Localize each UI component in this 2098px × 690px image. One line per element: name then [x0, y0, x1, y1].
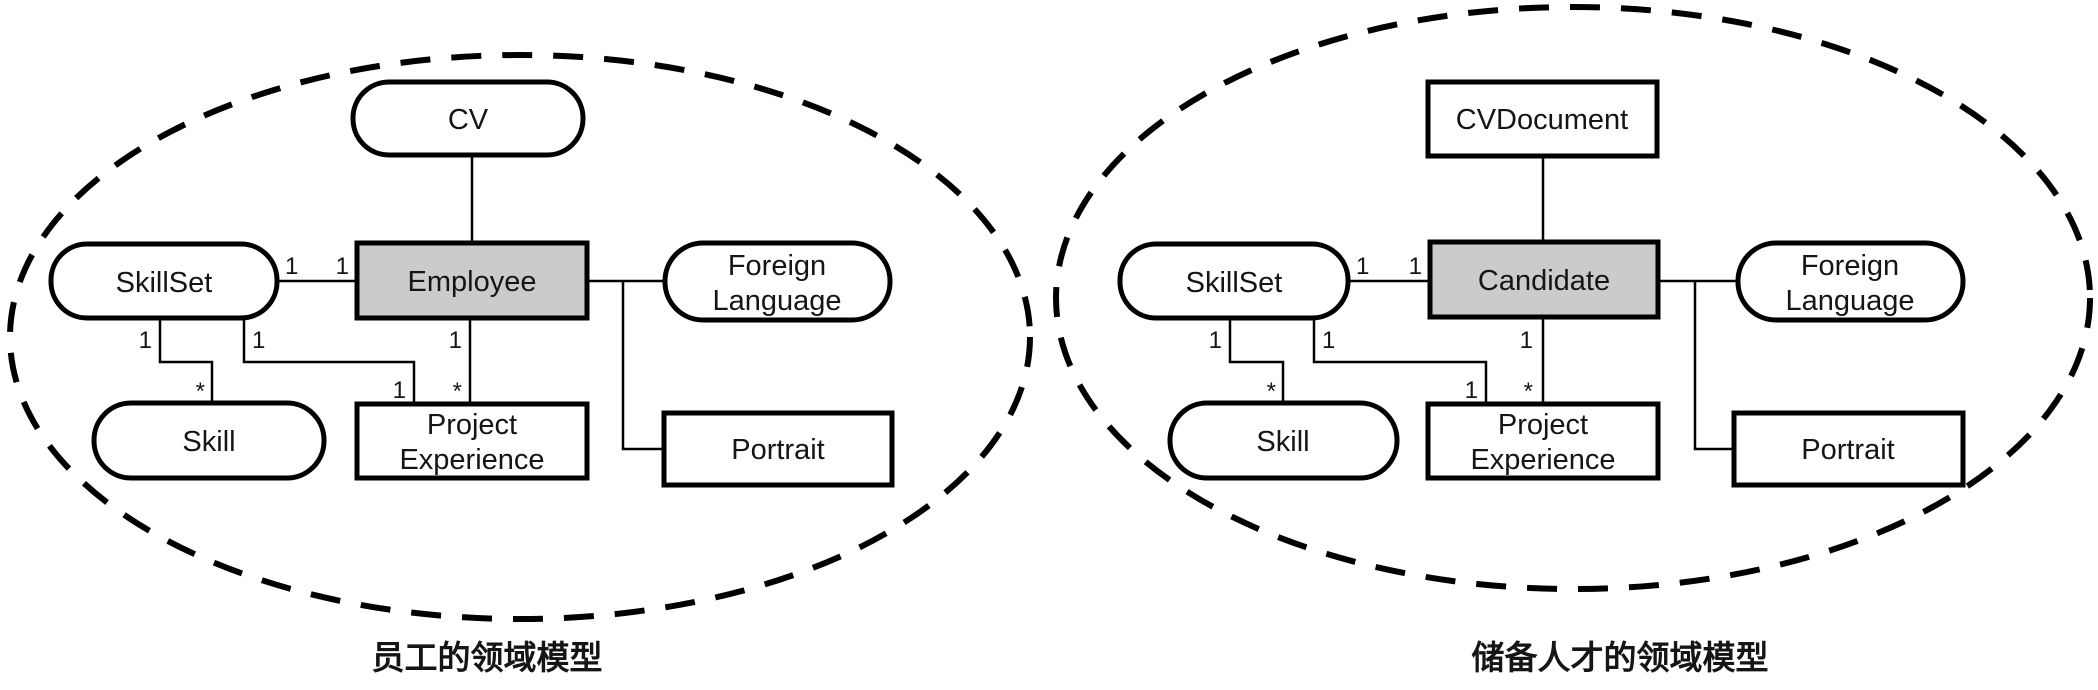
mult-skillset-skill-dst: * [1267, 378, 1276, 405]
project-experience-label-line1: Project [427, 409, 517, 441]
skillset-box [48, 241, 280, 321]
employee-domain-caption: 员工的领域模型 [372, 639, 603, 676]
employee-label: Employee [408, 266, 537, 298]
skill-box [91, 400, 327, 481]
cvdocument-box [1425, 79, 1660, 159]
project-experience-box [354, 401, 590, 481]
mult-employee-project-src: 1 [449, 327, 462, 354]
mult-skillset-candidate-src: 1 [1356, 253, 1369, 280]
edge-skillset-skill [1228, 319, 1285, 403]
mult-employee-project-dst: * [453, 378, 462, 405]
project-experience-label-line2: Experience [399, 444, 544, 476]
edge-candidate-portrait [1693, 281, 1734, 451]
node-skillset: SkillSet [48, 241, 280, 321]
mult-skillset-employee-src: 1 [285, 253, 298, 280]
employee-domain-boundary-ellipse [7, 52, 1033, 622]
mult-skillset-project-src: 1 [1322, 327, 1335, 354]
project-experience-label-line1: Project [1498, 409, 1588, 441]
candidate-box [1427, 239, 1661, 320]
foreign-language-box [662, 240, 893, 323]
mult-skillset-skill-src: 1 [139, 327, 152, 354]
node-skill: Skill [1167, 400, 1400, 481]
cv-box [350, 79, 586, 158]
node-foreign-language: Foreign Language [662, 240, 893, 323]
portrait-box [1731, 410, 1966, 488]
mult-candidate-project-src: 1 [1520, 327, 1533, 354]
node-cv: CV [350, 79, 586, 158]
skill-box [1167, 400, 1400, 481]
mult-skillset-skill-dst: * [196, 378, 205, 405]
mult-candidate-project-dst: * [1524, 378, 1533, 405]
skillset-box [1117, 241, 1351, 321]
diagram-candidate-domain: CVDocument SkillSet Candidate Foreign La… [1053, 4, 2093, 676]
candidate-label: Candidate [1478, 265, 1610, 297]
project-experience-box [1425, 401, 1661, 481]
node-foreign-language: Foreign Language [1735, 240, 1966, 323]
node-portrait: Portrait [661, 410, 895, 488]
foreign-language-label-line1: Foreign [728, 250, 826, 282]
candidate-domain-caption: 储备人才的领域模型 [1472, 639, 1769, 676]
skill-label: Skill [182, 426, 235, 458]
foreign-language-box [1735, 240, 1966, 323]
node-project-experience: Project Experience [354, 401, 590, 481]
edge-employee-portrait [621, 281, 664, 451]
edge-skillset-project [1312, 319, 1488, 404]
node-employee: Employee [354, 240, 590, 321]
mult-skillset-project-dst: 1 [1465, 377, 1478, 404]
mult-skillset-project-dst: 1 [393, 377, 406, 404]
mult-skillset-employee-dst: 1 [336, 253, 349, 280]
cvdocument-label: CVDocument [1456, 104, 1628, 136]
foreign-language-label-line1: Foreign [1801, 250, 1899, 282]
foreign-language-label-line2: Language [1785, 285, 1914, 317]
node-project-experience: Project Experience [1425, 401, 1661, 481]
edge-skillset-skill [158, 318, 214, 401]
portrait-box [661, 410, 895, 488]
skill-label: Skill [1256, 426, 1309, 458]
employee-box [354, 240, 590, 321]
skillset-label: SkillSet [116, 267, 213, 299]
mult-skillset-project-src: 1 [252, 327, 265, 354]
diagram-employee-domain: CV SkillSet Employee Foreign Language Sk… [7, 52, 1033, 676]
edge-skillset-project [242, 318, 416, 404]
foreign-language-label-line2: Language [712, 285, 841, 317]
node-cvdocument: CVDocument [1425, 79, 1660, 159]
mult-skillset-candidate-dst: 1 [1409, 253, 1422, 280]
node-skill: Skill [91, 400, 327, 481]
candidate-domain-boundary-ellipse [1053, 4, 2093, 592]
portrait-label: Portrait [1801, 434, 1894, 466]
mult-skillset-skill-src: 1 [1209, 327, 1222, 354]
node-portrait: Portrait [1731, 410, 1966, 488]
portrait-label: Portrait [731, 434, 824, 466]
node-candidate: Candidate [1427, 239, 1661, 320]
cv-label: CV [448, 104, 489, 136]
skillset-label: SkillSet [1186, 267, 1283, 299]
project-experience-label-line2: Experience [1470, 444, 1615, 476]
node-skillset: SkillSet [1117, 241, 1351, 321]
